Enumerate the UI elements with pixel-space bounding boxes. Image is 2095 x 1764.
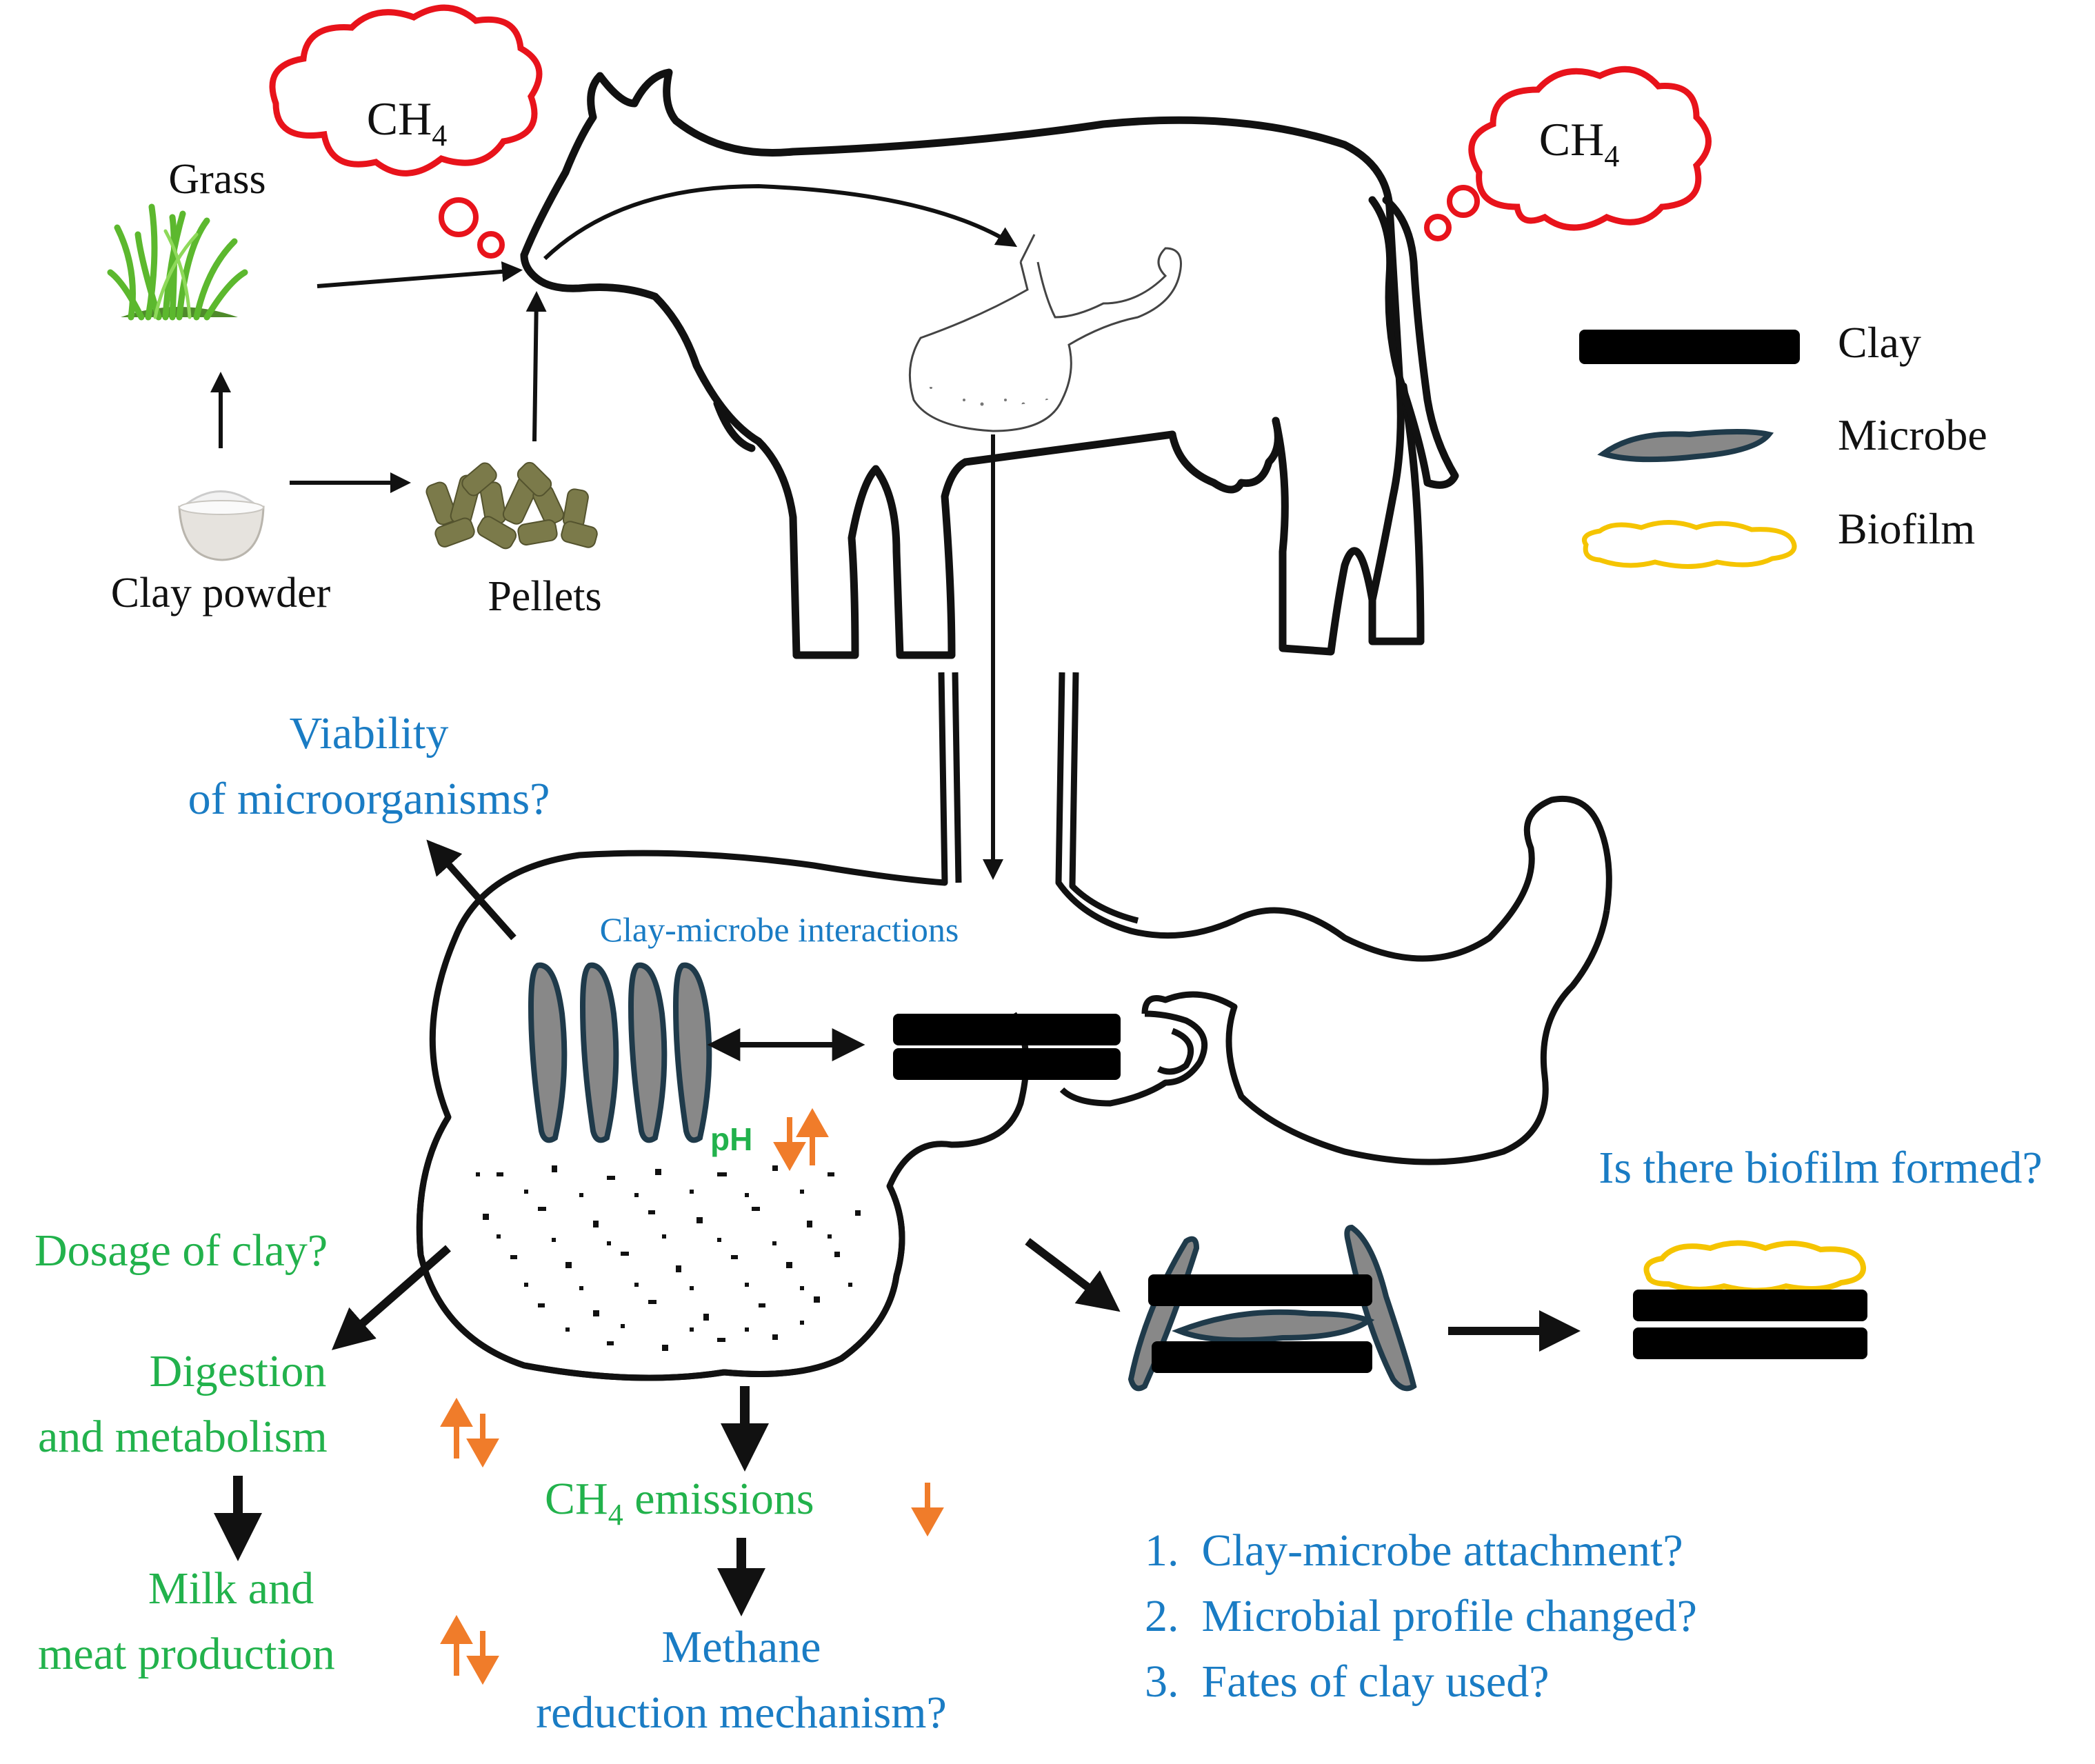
methane-mechanism-line2: reduction mechanism? [536, 1687, 947, 1738]
methane-cloud-right-subscript: 4 [1604, 139, 1619, 173]
question-list-item-3: 3. Fates of clay used? [1145, 1656, 1550, 1707]
ch4-emissions-subscript: 4 [608, 1498, 623, 1532]
feed-arrows [210, 261, 547, 493]
dosage-question: Dosage of clay? [34, 1225, 328, 1276]
ph-label: pH [710, 1121, 752, 1157]
question-list-item-2: 2. Microbial profile changed? [1145, 1591, 1697, 1641]
methane-cloud-right: CH4 [1424, 66, 1712, 241]
rumen-lower-outline [416, 1115, 905, 1381]
methane-cloud-left-text: CH [367, 92, 432, 145]
legend-microbe-swatch [1597, 429, 1774, 463]
cow-stomach-small [908, 234, 1182, 432]
legend-clay-label: Clay [1838, 318, 1921, 367]
ch4-emissions-base: CH [545, 1474, 608, 1524]
attached-microbe-3 [1172, 1309, 1375, 1343]
milk-meat-label-line2: meat production [38, 1629, 335, 1679]
clay-microbe-attachment [1127, 1224, 1417, 1392]
digestion-label-line1: Digestion [150, 1346, 327, 1396]
legend-biofilm-swatch [1582, 520, 1797, 569]
digestion-arrow [331, 1245, 451, 1350]
legend-microbe-label: Microbe [1838, 410, 1987, 459]
legend: Clay Microbe Biofilm [1579, 318, 1987, 569]
attached-clay-1 [1148, 1274, 1372, 1306]
digestion-change-arrows [440, 1397, 499, 1468]
svg-text:CH4 emissions: CH4 emissions [545, 1474, 814, 1532]
svg-text:CH4: CH4 [1539, 113, 1619, 173]
biofilm-clay-2 [1633, 1327, 1867, 1359]
viability-question-line2: of microorganisms? [188, 774, 550, 824]
methane-cloud-right-text: CH [1539, 113, 1604, 166]
ph-change-arrows [773, 1107, 829, 1172]
milk-meat-label-line1: Milk and [148, 1563, 314, 1614]
clay-stack-rumen [893, 1014, 1121, 1080]
microbe-1 [528, 962, 568, 1143]
biofilm-question: Is there biofilm formed? [1598, 1143, 2042, 1193]
ingestion-arrow [543, 183, 1018, 261]
grass-label: Grass [168, 156, 265, 203]
ch4-decrease-arrow [911, 1483, 944, 1537]
svg-text:CH4: CH4 [367, 92, 447, 152]
cow-outline [520, 68, 1459, 659]
pellets-icon [425, 461, 598, 550]
microbe-4 [672, 962, 712, 1143]
microbe-2 [579, 962, 619, 1143]
rumen-contents [452, 1140, 878, 1362]
viability-arrow [426, 839, 517, 941]
viability-question-line1: Viability [290, 708, 449, 759]
methane-cloud-left: CH4 [269, 4, 543, 259]
digestion-label-line2: and metabolism [38, 1412, 328, 1462]
legend-biofilm-label: Biofilm [1838, 504, 1975, 553]
biofilm-on-clay [1633, 1240, 1867, 1359]
ch4-emissions-text: emissions [623, 1474, 814, 1524]
methane-mechanism-line1: Methane [662, 1622, 821, 1672]
legend-clay-swatch [1579, 330, 1800, 364]
microbe-3 [628, 962, 668, 1143]
clay-powder-label: Clay powder [111, 570, 331, 617]
attachment-arrow [1025, 1238, 1121, 1312]
methane-cloud-left-subscript: 4 [432, 119, 447, 152]
question-list-item-1: 1. Clay-microbe attachment? [1145, 1525, 1683, 1576]
biofilm-clay-1 [1633, 1290, 1867, 1321]
microbe-group [528, 962, 712, 1143]
biofilm-layer [1643, 1240, 1866, 1294]
attached-clay-2 [1152, 1341, 1372, 1373]
attached-microbe-2 [1344, 1224, 1417, 1392]
pellets-label: Pellets [488, 573, 601, 620]
milk-meat-change-arrows [440, 1614, 499, 1685]
clay-powder-icon [178, 490, 265, 561]
clay-microbe-interactions-label: Clay-microbe interactions [600, 910, 959, 949]
grass-icon [107, 203, 248, 321]
